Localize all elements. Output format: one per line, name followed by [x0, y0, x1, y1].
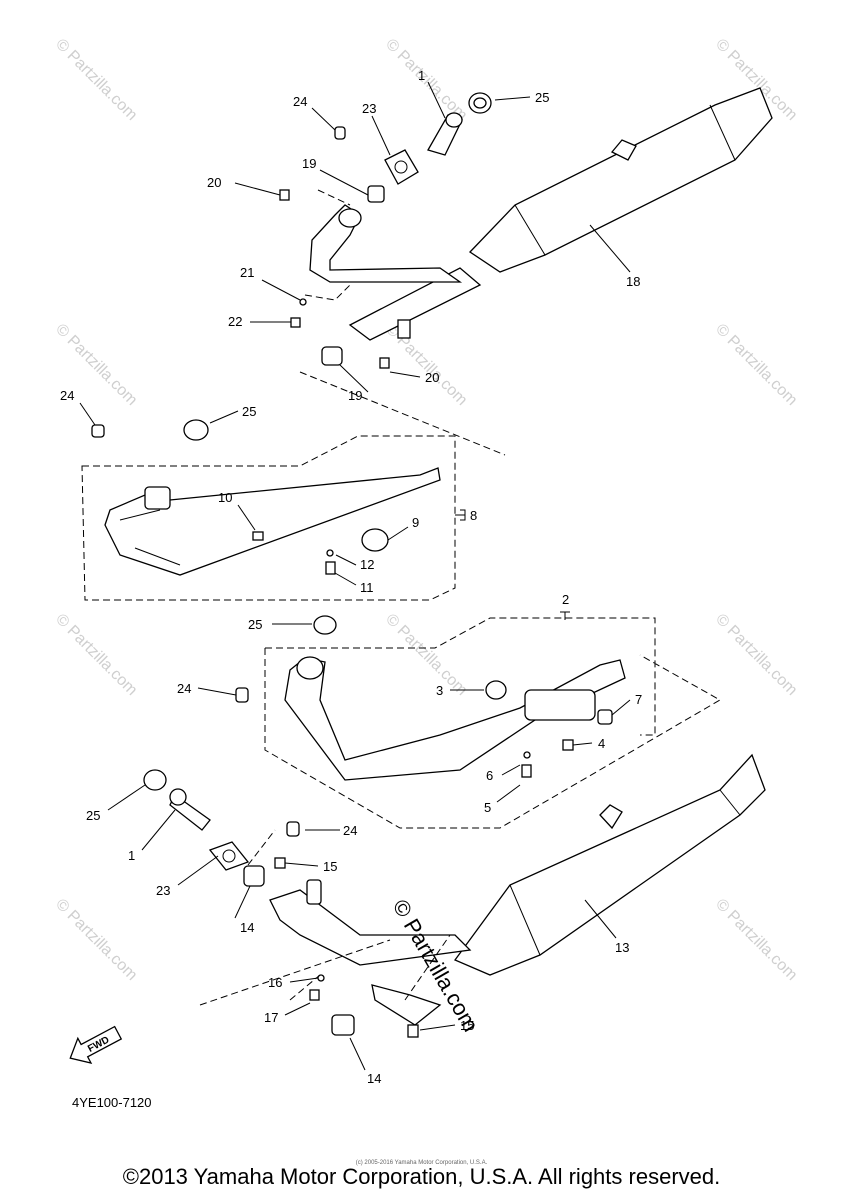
copyright-notice: ©2013 Yamaha Motor Corporation, U.S.A. A…: [122, 1164, 721, 1189]
callout-13: 13: [615, 940, 629, 955]
leader-dash-bottom: [199, 829, 451, 1006]
callout-25-kit2: 25: [248, 617, 262, 632]
callout-1-bottom: 1: [128, 848, 135, 863]
watermark-tile: © Partzilla.com: [712, 896, 800, 984]
watermark-tile: © Partzilla.com: [382, 321, 470, 409]
callout-12: 12: [360, 557, 374, 572]
callout-1-top: 1: [418, 68, 425, 83]
watermark-tile: © Partzilla.com: [712, 611, 800, 699]
callout-16: 16: [268, 975, 282, 990]
callout-24-bottom: 24: [343, 823, 357, 838]
callout-19-top: 19: [302, 156, 316, 171]
watermark-tile: © Partzilla.com: [52, 611, 140, 699]
callout-6: 6: [486, 768, 493, 783]
callout-14-lower: 14: [367, 1071, 381, 1086]
front-exhaust-pipe: [269, 879, 472, 966]
watermark-tile: © Partzilla.com: [52, 896, 140, 984]
callout-10: 10: [218, 490, 232, 505]
kit-8-box: [81, 435, 456, 601]
callout-15-upper: 15: [323, 859, 337, 874]
rear-muffler-18: [348, 87, 773, 341]
callout-18: 18: [626, 274, 640, 289]
top-small-parts: [279, 92, 492, 369]
bottom-small-parts: [143, 769, 419, 1038]
callout-21: 21: [240, 265, 254, 280]
callout-24-kit2: 24: [177, 681, 191, 696]
watermark-tile: © Partzilla.com: [382, 611, 470, 699]
callout-8: 8: [470, 508, 477, 523]
small-copyright: (c) 2005-2016 Yamaha Motor Corporation, …: [355, 1160, 488, 1166]
callout-7: 7: [635, 692, 642, 707]
fwd-label: FWD: [86, 1035, 111, 1055]
callout-11: 11: [360, 580, 374, 595]
callout-17: 17: [264, 1010, 278, 1025]
watermark-tile: © Partzilla.com: [52, 36, 140, 124]
rear-exhaust-pipe: [309, 204, 463, 339]
callout-25-kit8: 25: [242, 404, 256, 419]
kit-2-pipe: [235, 615, 626, 781]
callout-24-kit8: 24: [60, 388, 74, 403]
callout-25-bottom: 25: [86, 808, 100, 823]
callout-23-bottom: 23: [156, 883, 170, 898]
callout-22: 22: [228, 314, 242, 329]
kit-8-pipe: [91, 419, 441, 576]
fwd-arrow-icon: FWD: [69, 1025, 123, 1064]
leader-dash-top: [299, 189, 506, 456]
callout-20-top: 20: [207, 175, 221, 190]
leader-lines: [79, 81, 631, 1071]
callout-23-top: 23: [362, 101, 376, 116]
callout-2: 2: [562, 592, 569, 607]
callout-20-mid: 20: [425, 370, 439, 385]
callout-3: 3: [436, 683, 443, 698]
callout-14-upper: 14: [240, 920, 254, 935]
callout-4: 4: [598, 736, 605, 751]
callout-9: 9: [412, 515, 419, 530]
callout-24-top: 24: [293, 94, 307, 109]
part-code: 4YE100-7120: [72, 1095, 152, 1110]
callout-25-top: 25: [535, 90, 549, 105]
callout-15-lower: 15: [460, 1018, 474, 1033]
callout-labels: 1 25 24 23 19 20 18 21 22 20 19 24 25 10…: [60, 68, 642, 1086]
callout-19-mid: 19: [348, 388, 362, 403]
callout-5: 5: [484, 800, 491, 815]
kit-2-box: [264, 617, 722, 829]
watermark-tile: © Partzilla.com: [382, 36, 470, 124]
front-muffler-13: [371, 753, 766, 1026]
watermark-tile: © Partzilla.com: [712, 321, 800, 409]
